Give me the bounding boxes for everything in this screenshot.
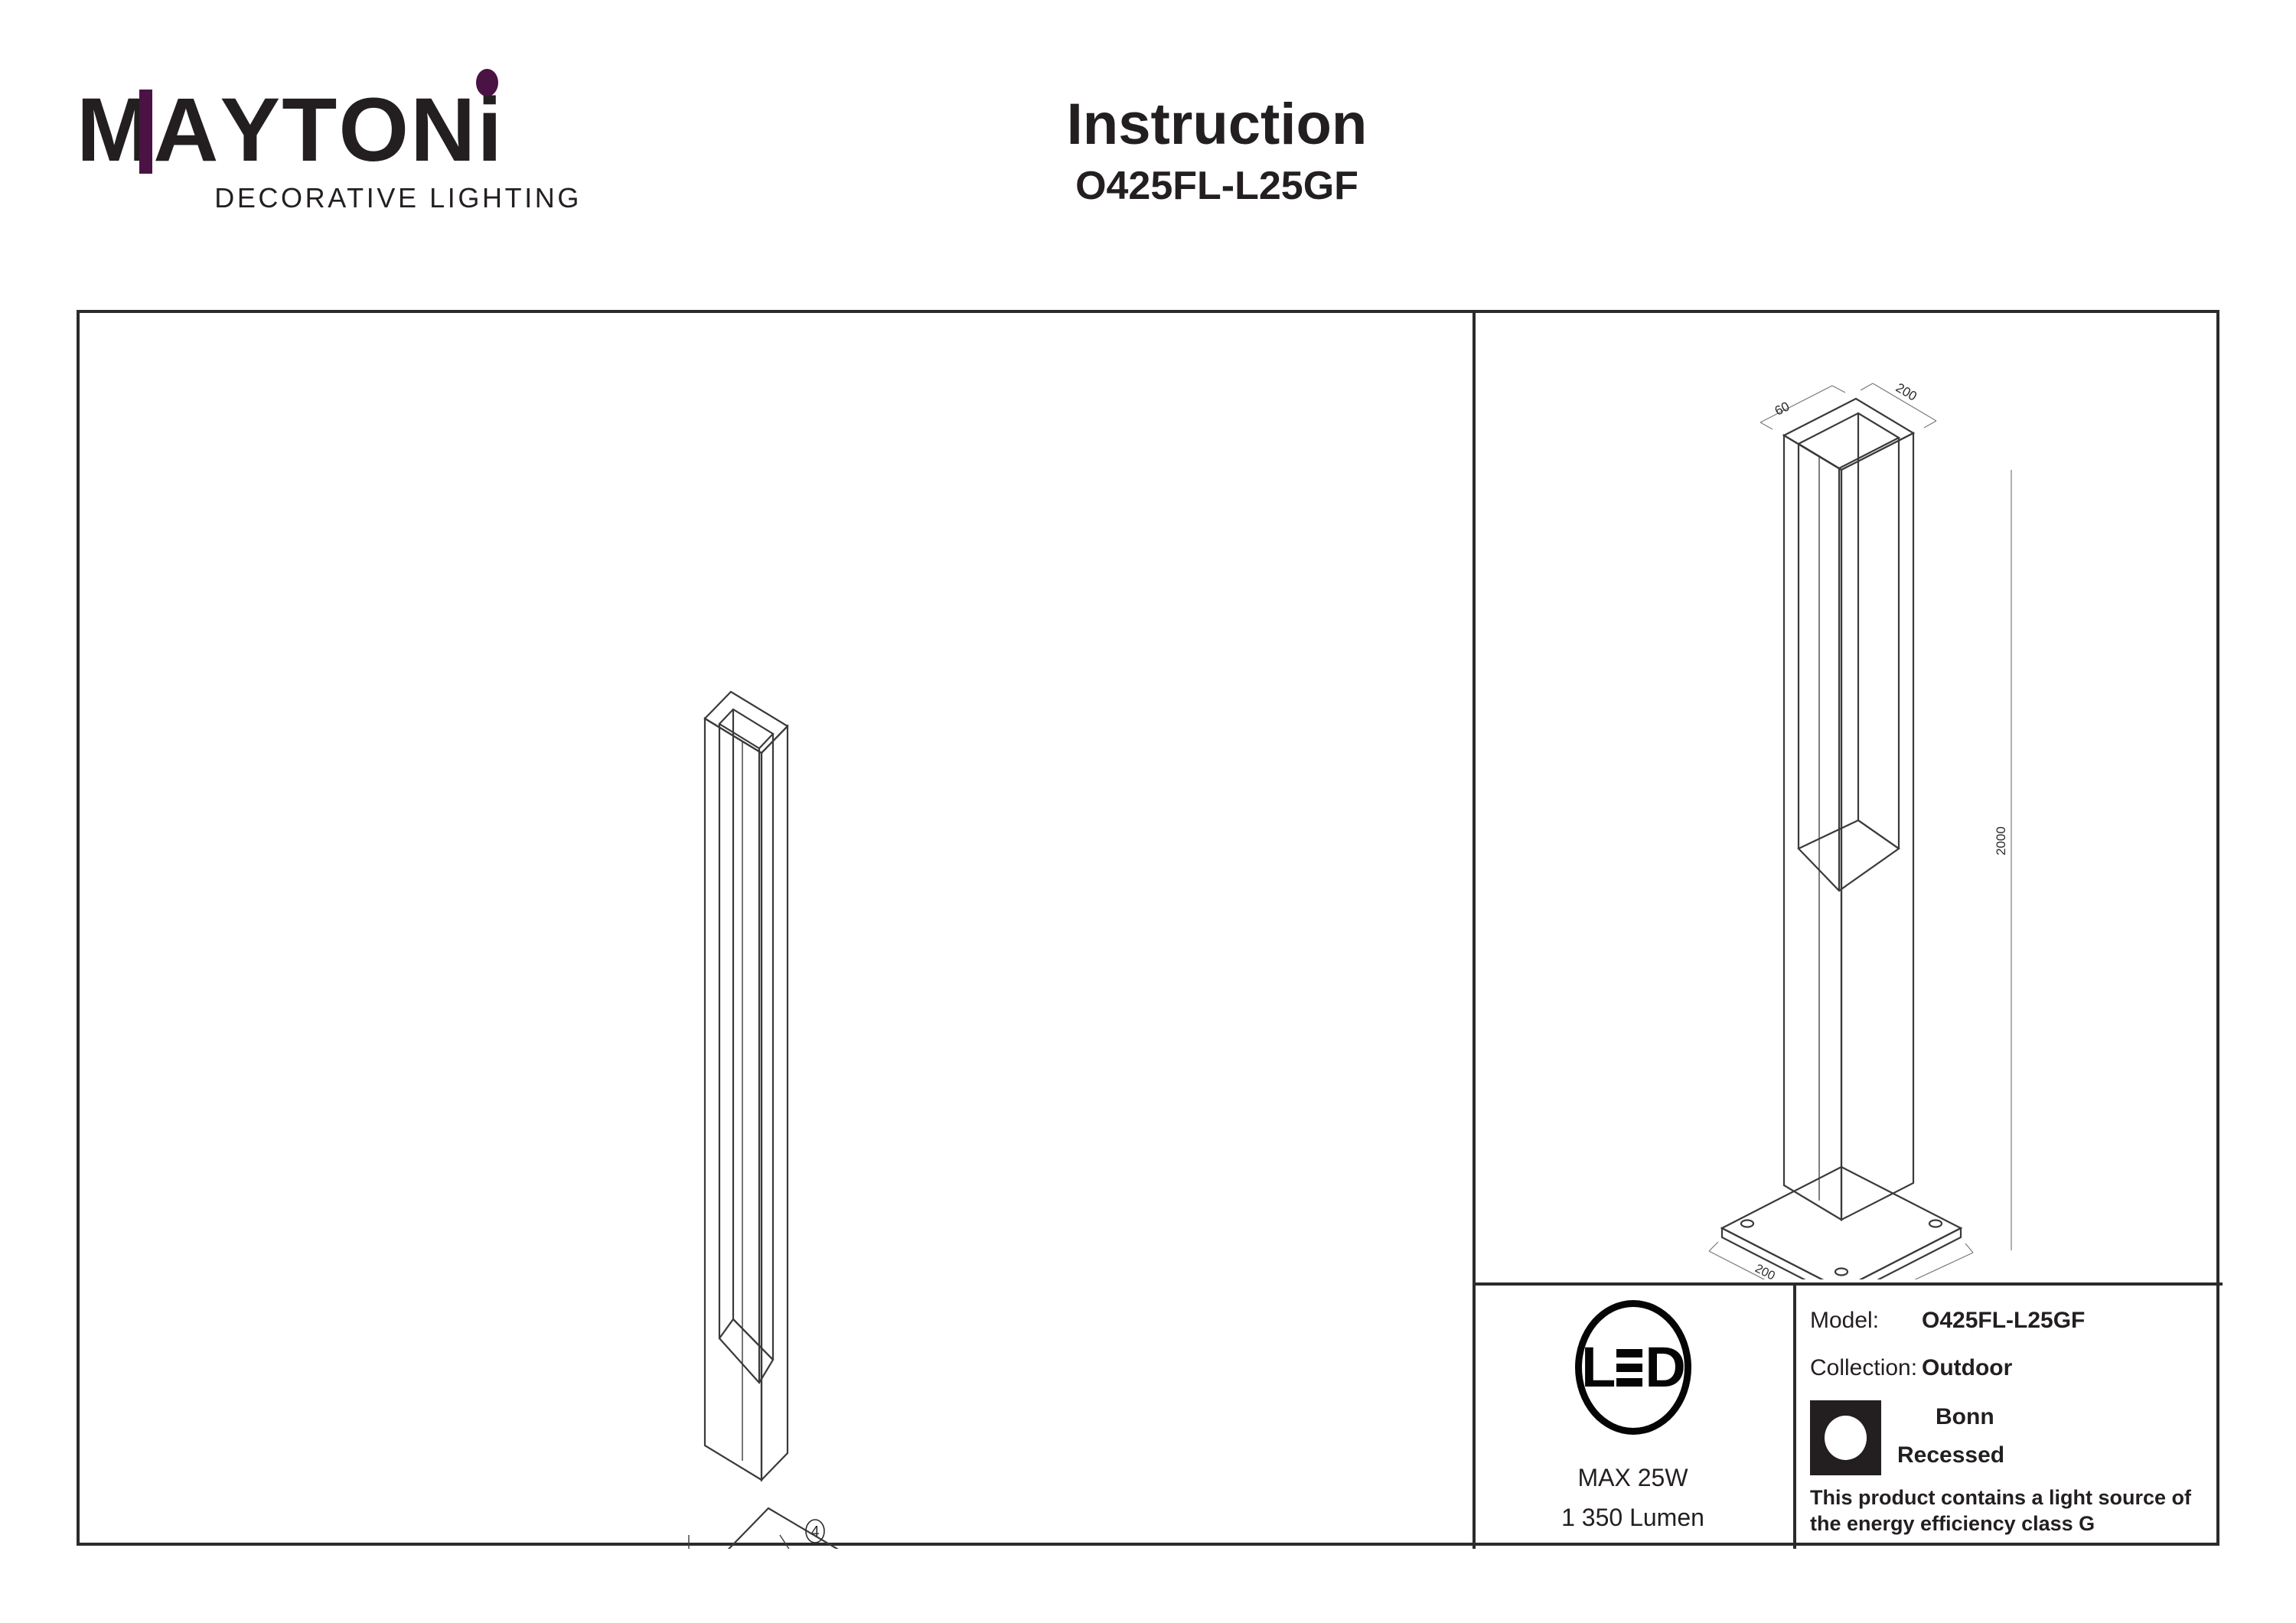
dim-width-200: 200 <box>1893 380 1919 404</box>
brand-letter-i: i <box>476 69 504 181</box>
brand-letter-t: T <box>282 80 339 181</box>
brand-letter-m-glyph: M <box>77 80 154 181</box>
drawing-frame: 4 3 2 1 <box>77 310 2223 1549</box>
model-row: Model: O425FL-L25GF <box>1810 1305 2219 1336</box>
led-letter-e-bars-icon <box>1616 1348 1643 1387</box>
brand-letter-n: N <box>410 80 478 181</box>
info-vertical-divider <box>1793 1282 1796 1549</box>
brand-letter-m: M <box>77 84 153 176</box>
dimension-drawing-svg: 60 200 2000 200 <box>1708 380 2012 1279</box>
frame-horizontal-divider <box>1473 1282 2223 1286</box>
mounting-badge-row: Bonn Recessed <box>1810 1400 2219 1480</box>
brand-letter-o: O <box>338 80 411 181</box>
led-badge-icon: L D <box>1574 1300 1691 1435</box>
led-letter-l: L <box>1581 1335 1616 1399</box>
brand-wordmark: M AYTONi <box>77 69 582 181</box>
installation-drawing-svg: 4 3 2 1 <box>688 690 839 1549</box>
collection-row: Collection: Outdoor <box>1810 1353 2219 1383</box>
page-header: M AYTONi DECORATIVE LIGHTING Instruction… <box>0 0 2296 291</box>
dimension-drawing-panel: 60 200 2000 200 <box>1476 313 2223 1279</box>
energy-class-note: This product contains a light source of … <box>1810 1486 2192 1535</box>
collection-label: Collection: <box>1810 1355 1918 1380</box>
callout-4-label: 4 <box>810 1524 819 1540</box>
dim-height-2000: 2000 <box>1994 826 2008 855</box>
maytoni-logo: M AYTONi DECORATIVE LIGHTING <box>77 69 582 230</box>
brand-letter-a: A <box>153 80 220 181</box>
installation-drawing-panel: 4 3 2 1 <box>80 313 1473 1549</box>
led-spec-box: L D MAX 25W 1 350 Lumen <box>1473 1286 1793 1549</box>
model-label: Model: <box>1810 1308 1880 1333</box>
brand-accent-dot-icon <box>476 69 499 96</box>
led-luminous-flux: 1 350 Lumen <box>1561 1504 1704 1531</box>
brand-tagline: DECORATIVE LIGHTING <box>214 182 582 213</box>
collection-value: Outdoor <box>1922 1355 2013 1380</box>
dim-base-length-200: 200 <box>1753 1262 1777 1279</box>
brand-accent-bar <box>139 90 152 174</box>
brand-letter-y: Y <box>220 80 282 181</box>
frame-vertical-divider <box>1473 313 1476 1549</box>
led-glyph: L D <box>1581 1335 1686 1399</box>
title-block: Instruction O425FL-L25GF <box>941 92 1492 210</box>
series-value: Bonn <box>1936 1404 1994 1429</box>
dim-depth-60: 60 <box>1773 399 1792 419</box>
brand-letter-i-glyph: i <box>477 80 504 181</box>
model-value: O425FL-L25GF <box>1922 1308 2086 1333</box>
mounting-value: Recessed <box>1897 1442 2005 1468</box>
product-info-box: Model: O425FL-L25GF Collection: Outdoor … <box>1796 1286 2219 1549</box>
led-letter-d: D <box>1645 1335 1685 1399</box>
led-max-power: MAX 25W <box>1577 1464 1688 1491</box>
page-model-code: O425FL-L25GF <box>1075 164 1358 208</box>
recessed-mounting-icon <box>1810 1400 1881 1475</box>
page-title: Instruction <box>1066 92 1368 157</box>
